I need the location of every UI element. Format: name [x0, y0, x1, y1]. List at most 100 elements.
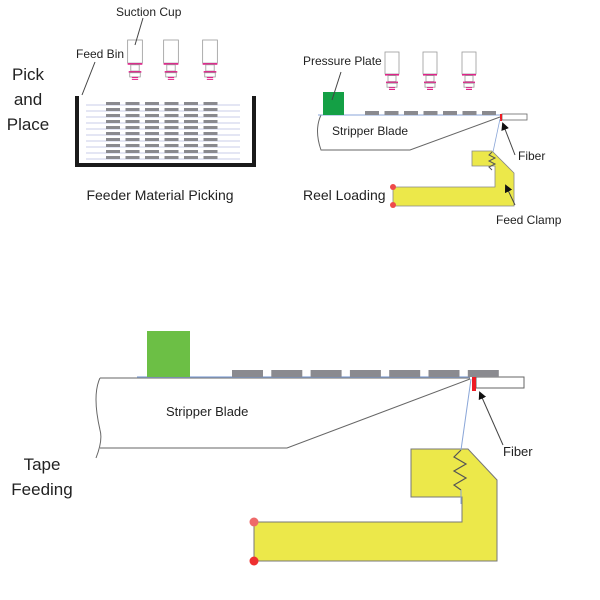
feeder-component	[164, 138, 179, 141]
suction-cup-tip	[466, 87, 472, 89]
reel-component	[404, 111, 418, 115]
reel-suction-cup	[422, 51, 438, 90]
feeder-component	[164, 126, 179, 129]
feeder-component	[184, 144, 198, 147]
feeder-component	[106, 132, 120, 135]
reel-suction-cups	[384, 51, 477, 90]
feeder-component	[184, 114, 198, 117]
suction-cup-leader	[134, 17, 144, 46]
reel-fiber-mark	[500, 114, 502, 121]
feeder-component	[184, 120, 198, 123]
feeder-component	[203, 126, 218, 129]
reel-loading-panel: Pressure Plate Stripper Blade Fiber Feed…	[303, 51, 562, 227]
reel-fiber-label: Fiber	[518, 149, 545, 163]
suction-cup-neck	[425, 75, 435, 82]
feed-bin-leader	[81, 61, 96, 96]
tape-component	[428, 370, 460, 377]
feeder-component	[203, 120, 218, 123]
suction-cup-band	[128, 71, 142, 73]
feeder-component	[184, 156, 198, 159]
suction-cup-tip	[389, 89, 395, 90]
feeder-component	[203, 144, 218, 147]
suction-cup-band	[202, 63, 218, 65]
feeder-component	[106, 126, 120, 129]
suction-cup-tip	[466, 89, 472, 90]
tape-component	[232, 370, 263, 377]
suction-cup-tip	[131, 76, 139, 79]
feeder-component	[184, 126, 198, 129]
reel-spring-icon	[487, 151, 497, 171]
tape-component	[389, 370, 421, 377]
suction-cup-tip	[167, 78, 175, 80]
section-title-pick-and-place: Pick and Place	[7, 65, 50, 134]
suction-cup-nozzle	[165, 72, 177, 78]
reel-pressure-plate	[323, 92, 344, 115]
reel-component	[365, 111, 379, 115]
reel-component	[384, 111, 399, 115]
tape-component	[271, 370, 303, 377]
tape-stripper-blade-label: Stripper Blade	[166, 404, 248, 419]
reel-component	[443, 111, 457, 115]
feeder-component	[145, 150, 159, 153]
tape-fiber-thread	[460, 378, 472, 451]
suction-cup-tip	[206, 78, 214, 80]
reel-components	[365, 111, 496, 115]
tape-stripper-blade	[100, 377, 471, 449]
reel-component	[423, 111, 438, 115]
suction-cup-neck	[205, 64, 215, 72]
feeder-component	[106, 114, 120, 117]
feeder-suction-cup	[202, 39, 218, 80]
feeder-component	[164, 120, 179, 123]
feeder-component	[145, 102, 159, 105]
tape-spring-icon	[452, 449, 468, 491]
feeder-component	[125, 120, 140, 123]
feeder-picking-panel: Suction Cup Feed Bin Feeder Material Pic…	[75, 5, 256, 203]
suction-cup-body	[384, 51, 400, 75]
feeder-component	[164, 156, 179, 159]
reel-pivot-bottom	[390, 202, 396, 208]
suction-cup-body	[461, 51, 477, 75]
feeder-component	[106, 156, 120, 159]
reel-tape-extension	[501, 113, 528, 121]
tape-pivot-top	[249, 517, 259, 527]
reel-caption: Reel Loading	[303, 187, 386, 203]
feeder-component	[106, 102, 120, 105]
feeder-component	[184, 132, 198, 135]
feeder-component	[106, 120, 120, 123]
feeder-component	[203, 150, 218, 153]
suction-cup-tip	[131, 78, 139, 80]
suction-cup-band	[462, 74, 476, 76]
suction-cup-tip	[206, 76, 214, 79]
feeder-component	[184, 150, 198, 153]
feeder-suction-cup	[163, 39, 179, 80]
feeder-component	[164, 132, 179, 135]
tape-feeding-panel: Stripper Blade Fiber	[95, 331, 533, 566]
suction-cup-body	[422, 51, 438, 75]
pick-and-place-line-2: and	[14, 90, 42, 109]
suction-cup-band	[424, 81, 436, 84]
feeder-component	[125, 138, 140, 141]
suction-cup-band	[164, 71, 178, 73]
feeder-component	[145, 108, 159, 111]
feeder-component	[203, 102, 218, 105]
suction-cup-nozzle	[204, 72, 216, 78]
pick-and-place-line-1: Pick	[12, 65, 45, 84]
tape-fiber-mark	[472, 377, 476, 391]
suction-cup-neck	[387, 75, 397, 82]
feed-clamp-label: Feed Clamp	[496, 213, 562, 227]
tape-feeding-line-2: Feeding	[11, 480, 72, 499]
reel-fiber-leader	[501, 122, 516, 156]
feeder-component	[145, 156, 159, 159]
feeder-component	[164, 144, 179, 147]
feeder-component	[106, 150, 120, 153]
suction-cup-band	[127, 63, 143, 65]
tape-components	[232, 370, 499, 377]
feeder-component	[106, 144, 120, 147]
tape-feed-clamp	[253, 448, 498, 562]
feeder-component	[125, 108, 140, 111]
tape-extension	[475, 376, 525, 389]
feed-clamp-leader	[504, 184, 516, 206]
suction-cup-tip	[427, 89, 433, 90]
feeder-component	[145, 132, 159, 135]
